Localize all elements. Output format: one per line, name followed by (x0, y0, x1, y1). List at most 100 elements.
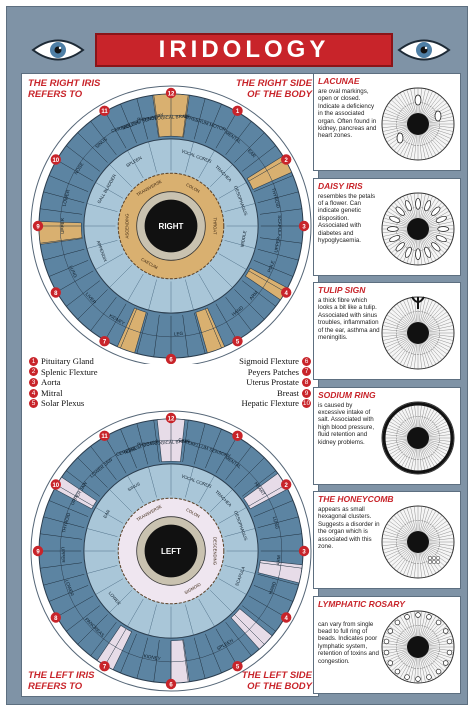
zone-label: MIDDLE (240, 230, 248, 247)
iris-fibre (382, 124, 408, 128)
clock-number: 8 (54, 291, 58, 297)
clock-marker (99, 105, 110, 117)
left-side-heading: THE LEFT SIDE OF THE BODY (242, 670, 312, 692)
iris-fibre (428, 329, 454, 333)
clock-marker (165, 678, 177, 690)
pupil (407, 113, 429, 135)
iris-fibre (421, 447, 430, 472)
clock-number: 3 (302, 224, 306, 230)
iris-fibre (428, 649, 453, 658)
iris-fibre (423, 342, 437, 365)
legend-number: 3 (29, 377, 38, 387)
iris-fibre (423, 301, 437, 324)
petal-mark (389, 215, 401, 223)
iris-fibre (423, 446, 437, 469)
iris-fibre (382, 230, 408, 237)
clock-number: 9 (36, 549, 40, 555)
clock-number: 5 (236, 339, 240, 345)
iris-fibre (382, 542, 408, 546)
left-iris-heading: THE LEFT IRIS REFERS TO (28, 670, 95, 692)
iris-fibre (421, 552, 430, 577)
clock-number: 6 (169, 682, 173, 688)
iris-fibre (382, 534, 408, 540)
iris-fibre (386, 419, 409, 433)
iris-fibre (423, 197, 437, 220)
iris-fibre (388, 548, 410, 564)
iris-fibre (385, 650, 409, 662)
zone-label: LUNG (272, 516, 280, 530)
iris-fibre (410, 239, 416, 264)
legend-label: Breast (277, 387, 299, 398)
zone-label: UPPER (60, 547, 66, 564)
petal-mark (431, 206, 441, 216)
iris-fibre (385, 109, 409, 120)
iris-fibre (420, 611, 426, 636)
iris-fibre (414, 448, 418, 474)
pupil-label: LEFT (161, 547, 181, 556)
iris-fibre (422, 447, 433, 471)
iris-fibre (391, 517, 410, 535)
poster: IRIDOLOGY THE RIGHT IRIS REFERS TO THE R… (6, 6, 468, 705)
legend-number: 1 (29, 356, 38, 366)
iris-fibre (403, 133, 414, 157)
iris-fibre (414, 401, 418, 427)
iris-fibre (382, 544, 408, 550)
zone-divider (198, 150, 215, 179)
clock-marker (165, 412, 177, 424)
iris-fibre (427, 650, 451, 662)
petal-mark (395, 241, 405, 251)
iris-fibre (382, 429, 408, 436)
clock-number: 10 (52, 483, 59, 489)
iris-fibre (382, 438, 408, 442)
iris-fibre (382, 120, 408, 124)
iris-fibre (426, 413, 445, 431)
iris-fibre (428, 230, 454, 237)
clock-marker (50, 479, 62, 490)
iris-fibre (399, 133, 413, 156)
clock-marker (232, 660, 243, 672)
clock-marker (280, 287, 292, 298)
iris-fibre (393, 445, 411, 465)
iris-fibre (410, 448, 416, 473)
zone-label: ARM (249, 290, 260, 301)
zone-ring (59, 439, 283, 663)
iris-fibre (426, 130, 448, 146)
iris-fibre (423, 510, 437, 533)
zone-label: PHYSIOLOGICAL BRAIN (137, 113, 190, 122)
zone-divider (198, 598, 215, 627)
iris-fibre (420, 448, 426, 473)
rosary-bead (383, 638, 390, 644)
collarette (396, 624, 440, 669)
iris-fibre (396, 341, 412, 363)
iris-fibre (385, 128, 409, 139)
zone-divider (95, 253, 124, 270)
iris-fibre (423, 406, 437, 429)
iris-fibre (424, 132, 440, 154)
iris-fibre (393, 410, 411, 430)
zone-label: DESCENDING (212, 537, 217, 565)
sign-title: TULIP SIGN (318, 285, 366, 295)
honeycomb-cell (427, 555, 433, 561)
iris-fibre (423, 133, 437, 156)
iris-fibre (422, 551, 433, 575)
iris-fibre (414, 343, 418, 369)
iris-fibre (396, 94, 412, 116)
zone-divider (185, 141, 194, 173)
lacuna-mark (396, 132, 404, 144)
clock-number: 5 (236, 664, 240, 670)
clock-marker (298, 220, 310, 232)
iris-fibre (388, 416, 410, 432)
zone-divider (210, 590, 233, 613)
iris-fibre (399, 406, 413, 429)
legend-label: Aorta (41, 377, 61, 388)
iris-fibre (421, 343, 430, 368)
iris-fibre (386, 314, 409, 328)
iris-fibre (422, 133, 433, 157)
iris-fibre (424, 237, 440, 258)
pupil (407, 217, 429, 240)
iris-fibre (396, 303, 412, 325)
iris-fibre (388, 520, 410, 536)
sign-title: THE HONEYCOMB (318, 494, 394, 504)
